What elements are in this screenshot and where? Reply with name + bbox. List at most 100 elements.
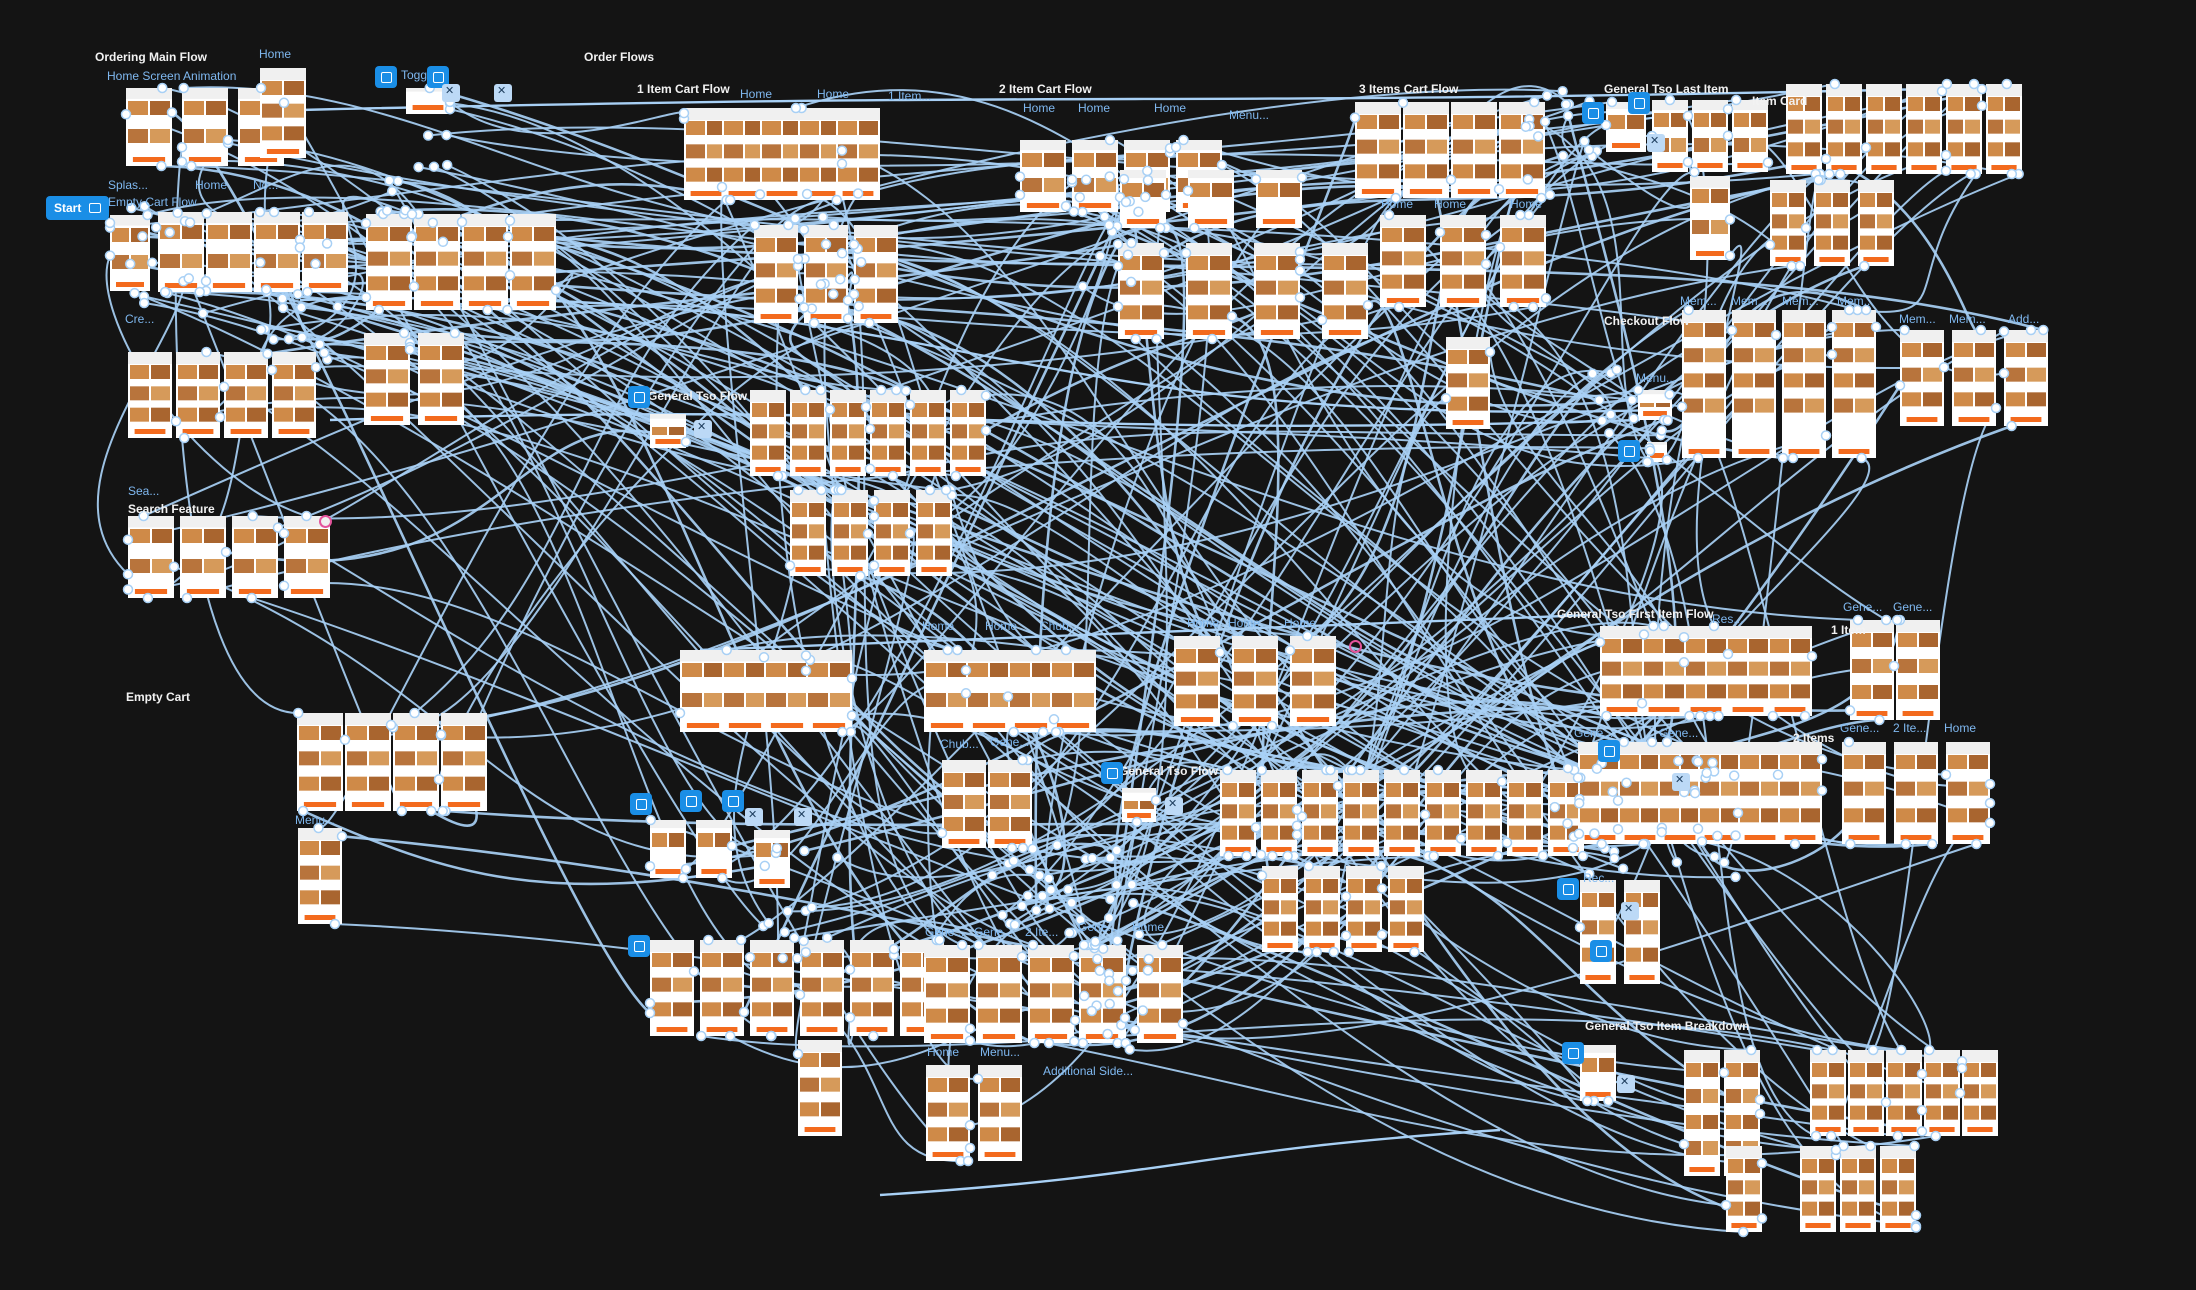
connector-endpoint[interactable] bbox=[801, 188, 813, 200]
connector-endpoint[interactable] bbox=[1398, 764, 1410, 776]
connector-endpoint[interactable] bbox=[1016, 900, 1028, 912]
connector-endpoint[interactable] bbox=[1227, 720, 1239, 732]
connector-endpoint[interactable] bbox=[842, 295, 854, 306]
screen-thumbnail[interactable] bbox=[1698, 742, 1742, 844]
connector-endpoint[interactable] bbox=[186, 160, 197, 172]
connector-endpoint[interactable] bbox=[853, 300, 864, 312]
connector-endpoint[interactable] bbox=[1140, 191, 1151, 203]
connector-endpoint[interactable] bbox=[1754, 1094, 1766, 1106]
connector-endpoint[interactable] bbox=[1014, 171, 1026, 182]
connector-endpoint[interactable] bbox=[1589, 828, 1600, 839]
screen-label[interactable]: Home bbox=[1078, 101, 1111, 115]
connector-endpoint[interactable] bbox=[164, 227, 175, 238]
connector-endpoint[interactable] bbox=[384, 175, 395, 186]
connector-endpoint[interactable] bbox=[1294, 292, 1306, 303]
screen-thumbnail[interactable] bbox=[1690, 176, 1730, 260]
screen-thumbnail[interactable] bbox=[1738, 742, 1782, 844]
screen-label[interactable]: Gene... bbox=[1843, 600, 1883, 614]
connector-endpoint[interactable] bbox=[297, 805, 309, 817]
connector-endpoint[interactable] bbox=[1066, 174, 1078, 185]
connector-endpoint[interactable] bbox=[201, 346, 212, 358]
connector-endpoint[interactable] bbox=[310, 361, 322, 373]
connector-endpoint[interactable] bbox=[1311, 946, 1322, 958]
screen-thumbnail[interactable] bbox=[750, 390, 786, 476]
flow-link-icon[interactable] bbox=[630, 793, 652, 815]
flow-link-icon[interactable] bbox=[1598, 740, 1620, 762]
connector-endpoint[interactable] bbox=[980, 390, 992, 401]
connector-endpoint[interactable] bbox=[1692, 823, 1704, 835]
connector-endpoint[interactable] bbox=[122, 534, 134, 545]
connector-endpoint[interactable] bbox=[246, 592, 257, 604]
connector-endpoint[interactable] bbox=[1638, 838, 1649, 850]
connector-endpoint[interactable] bbox=[1594, 636, 1606, 648]
connector-endpoint[interactable] bbox=[1541, 90, 1553, 101]
connector-endpoint[interactable] bbox=[1296, 172, 1308, 183]
screen-thumbnail[interactable] bbox=[254, 212, 300, 292]
connector-endpoint[interactable] bbox=[1689, 787, 1701, 799]
connector-endpoint[interactable] bbox=[1844, 304, 1855, 316]
connector-endpoint[interactable] bbox=[1891, 614, 1903, 626]
connector-endpoint[interactable] bbox=[1496, 776, 1508, 787]
screen-thumbnail[interactable] bbox=[978, 1065, 1022, 1161]
screen-thumbnail[interactable] bbox=[1384, 770, 1420, 856]
screen-thumbnail[interactable] bbox=[1008, 650, 1054, 732]
connector-endpoint[interactable] bbox=[404, 344, 416, 355]
connector-endpoint[interactable] bbox=[942, 644, 953, 656]
screen-thumbnail[interactable] bbox=[1770, 180, 1806, 266]
connector-endpoint[interactable] bbox=[1537, 850, 1549, 861]
connector-endpoint[interactable] bbox=[836, 248, 848, 259]
connector-endpoint[interactable] bbox=[972, 1073, 984, 1085]
screen-thumbnail[interactable] bbox=[1403, 102, 1449, 198]
connector-endpoint[interactable] bbox=[1256, 764, 1267, 776]
connector-endpoint[interactable] bbox=[482, 304, 493, 316]
connector-endpoint[interactable] bbox=[1077, 1037, 1089, 1049]
connector-endpoint[interactable] bbox=[1133, 929, 1145, 940]
connector-endpoint[interactable] bbox=[1860, 142, 1872, 153]
connector-endpoint[interactable] bbox=[1845, 838, 1856, 850]
flow-link-icon[interactable] bbox=[722, 790, 744, 812]
connector-endpoint[interactable] bbox=[864, 423, 876, 435]
connector-endpoint[interactable] bbox=[1899, 324, 1910, 336]
connector-endpoint[interactable] bbox=[197, 308, 209, 319]
connector-endpoint[interactable] bbox=[817, 211, 829, 223]
connector-endpoint[interactable] bbox=[1126, 879, 1138, 890]
close-icon[interactable] bbox=[745, 808, 763, 826]
connector-endpoint[interactable] bbox=[845, 726, 857, 738]
connector-endpoint[interactable] bbox=[952, 644, 963, 656]
screen-thumbnail[interactable] bbox=[1122, 788, 1156, 822]
connector-endpoint[interactable] bbox=[502, 304, 513, 316]
connector-endpoint[interactable] bbox=[1940, 149, 1952, 161]
start-flow-button[interactable]: Start bbox=[46, 196, 110, 220]
connector-endpoint[interactable] bbox=[426, 805, 437, 817]
connector-endpoint[interactable] bbox=[1060, 644, 1072, 656]
screen-thumbnail[interactable] bbox=[180, 516, 226, 598]
connector-endpoint[interactable] bbox=[735, 934, 747, 946]
connector-endpoint[interactable] bbox=[1692, 452, 1704, 464]
screen-label[interactable]: Res... bbox=[1712, 612, 1744, 626]
connector-endpoint[interactable] bbox=[1182, 185, 1194, 196]
connector-endpoint[interactable] bbox=[1515, 209, 1526, 221]
connector-endpoint[interactable] bbox=[1728, 770, 1740, 781]
connector-endpoint[interactable] bbox=[1789, 838, 1801, 850]
screen-label[interactable]: Home bbox=[817, 87, 850, 101]
connector-endpoint[interactable] bbox=[360, 291, 372, 303]
connector-endpoint[interactable] bbox=[1984, 778, 1996, 790]
connector-endpoint[interactable] bbox=[1940, 769, 1952, 780]
connector-endpoint[interactable] bbox=[406, 209, 418, 220]
connector-endpoint[interactable] bbox=[836, 145, 848, 156]
connector-endpoint[interactable] bbox=[437, 236, 449, 248]
connector-endpoint[interactable] bbox=[1661, 736, 1673, 748]
connector-endpoint[interactable] bbox=[1214, 647, 1226, 658]
screen-label[interactable]: Empty Cart Flow bbox=[108, 195, 197, 209]
connector-endpoint[interactable] bbox=[1646, 736, 1658, 748]
connector-endpoint[interactable] bbox=[1143, 953, 1154, 965]
connector-endpoint[interactable] bbox=[868, 511, 880, 522]
screen-thumbnail[interactable] bbox=[1174, 636, 1220, 726]
connector-endpoint[interactable] bbox=[1648, 620, 1659, 632]
screen-thumbnail[interactable] bbox=[1692, 100, 1728, 172]
connector-endpoint[interactable] bbox=[255, 324, 267, 335]
connector-endpoint[interactable] bbox=[1938, 362, 1950, 373]
screen-label[interactable]: Menu... bbox=[1229, 108, 1270, 122]
connector-endpoint[interactable] bbox=[1968, 78, 1980, 90]
screen-thumbnail[interactable] bbox=[924, 945, 970, 1043]
